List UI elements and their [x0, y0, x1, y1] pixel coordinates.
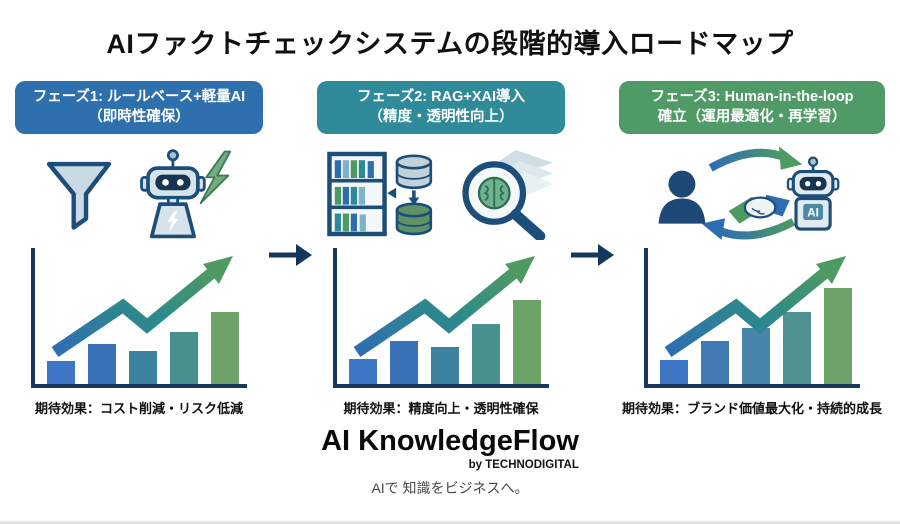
phase2-to-phase3-arrow [565, 239, 619, 276]
phase1-growth-chart [31, 248, 247, 389]
brand-logo-text: AI KnowledgeFlow [321, 425, 579, 458]
ai-robot-icon: AI [786, 156, 840, 231]
phase3-icons: AI [644, 142, 860, 246]
xai-magnifier-brain-icon [462, 150, 554, 241]
phase1-header-line2: （即時性確保） [88, 108, 190, 125]
phase3-header-line2: 確立（運用最適化・再学習） [657, 108, 847, 125]
lightweight-ai-robot-icon [140, 149, 232, 239]
phase3-chart-bars [660, 256, 852, 385]
phase2-effect-label: 期待効果：精度向上・透明性確保 [343, 401, 539, 417]
phase2-chart-bars [349, 256, 541, 385]
phase2-column: フェーズ2: RAG+XAI導入 （精度・透明性向上） [317, 81, 565, 417]
phase3-header-line1: フェーズ3: Human-in-the-loop [650, 89, 854, 105]
phase1-header-line1: フェーズ1: ルールベース+軽量AI [32, 89, 246, 105]
phase1-icons [42, 142, 236, 246]
phases-row: フェーズ1: ルールベース+軽量AI （即時性確保） [0, 81, 900, 417]
phase2-header-line1: フェーズ2: RAG+XAI導入 [356, 89, 526, 105]
brand-byline: by TECHNODIGITAL [468, 459, 579, 472]
phase1-effect-label: 期待効果：コスト削減・リスク低減 [34, 401, 243, 417]
lightning-icon [199, 150, 232, 205]
chart-bar [211, 312, 239, 385]
chart-bar [390, 340, 418, 385]
chart-bar [513, 299, 541, 385]
phase3-effect-label: 期待効果：ブランド価値最大化・持続的成長 [621, 401, 882, 417]
funnel-icon [46, 161, 112, 230]
chart-bar [660, 359, 688, 385]
chart-bar [742, 327, 770, 385]
chart-bar [472, 323, 500, 385]
loop-arrows-icon [701, 146, 803, 240]
footer: AI KnowledgeFlow by TECHNODIGITAL AIで 知識… [0, 425, 900, 498]
human-silhouette-icon [658, 170, 706, 224]
phase1-header: フェーズ1: ルールベース+軽量AI （即時性確保） [15, 81, 263, 135]
brand-block: AI KnowledgeFlow by TECHNODIGITAL [321, 425, 579, 471]
database-icon [387, 154, 433, 236]
phase1-chart-bars [47, 256, 239, 385]
phase2-icons [325, 142, 557, 246]
chart-bar [701, 340, 729, 385]
knowledge-base-bookshelf-icon [327, 151, 433, 237]
phase3-header: フェーズ3: Human-in-the-loop 確立（運用最適化・再学習） [619, 81, 885, 135]
page-title: AIファクトチェックシステムの段階的導入ロードマップ [106, 29, 794, 59]
chart-bar [431, 347, 459, 385]
brand-tagline: AIで 知識をビジネスへ。 [371, 480, 529, 497]
phase3-growth-chart [644, 248, 860, 389]
phase1-column: フェーズ1: ルールベース+軽量AI （即時性確保） [15, 81, 263, 417]
chart-bar [88, 344, 116, 385]
phase2-growth-chart [333, 248, 549, 389]
chart-bar [129, 350, 157, 385]
handshake-icon [728, 195, 790, 224]
chart-bar [170, 331, 198, 385]
phase3-column: フェーズ3: Human-in-the-loop 確立（運用最適化・再学習） [619, 81, 885, 417]
right-arrow-icon [269, 244, 312, 266]
human-ai-handshake-loop-icon: AI [658, 146, 840, 240]
robot-chest-ai-label: AI [807, 207, 819, 220]
phase1-to-phase2-arrow [263, 239, 317, 276]
right-arrow-icon [571, 244, 614, 266]
phase2-header-line2: （精度・透明性向上） [368, 108, 514, 125]
chart-bar [824, 288, 852, 385]
chart-bar [47, 361, 75, 385]
phase2-header: フェーズ2: RAG+XAI導入 （精度・透明性向上） [317, 81, 565, 135]
chart-bar [349, 358, 377, 385]
chart-bar [783, 312, 811, 385]
